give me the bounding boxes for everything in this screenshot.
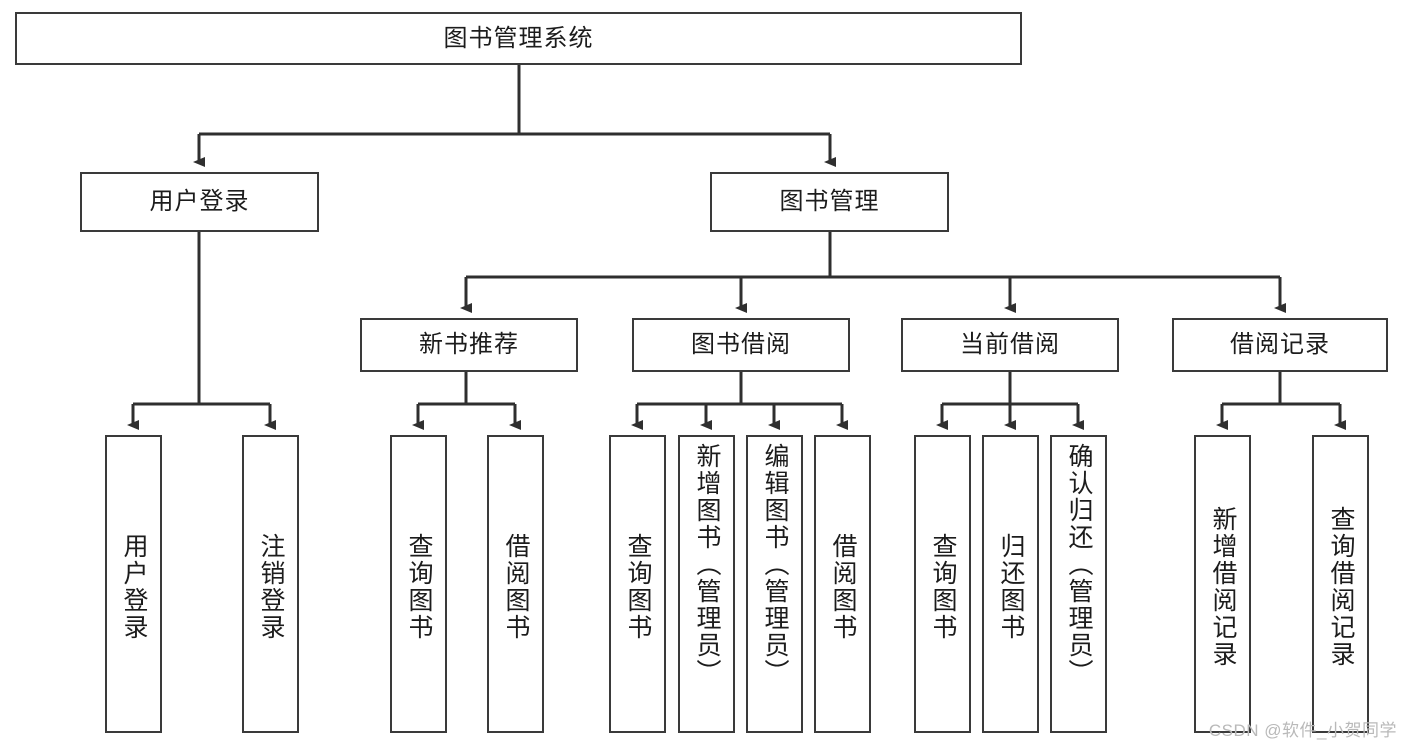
node-borrow-record[interactable]: 借阅记录 — [1172, 318, 1388, 372]
node-label: 当前借阅 — [960, 331, 1060, 359]
node-current-borrow[interactable]: 当前借阅 — [901, 318, 1119, 372]
node-label: 用户登录 — [120, 533, 148, 641]
leaf-user-login-login[interactable]: 用户登录 — [105, 435, 162, 733]
node-label: 借阅记录 — [1230, 331, 1330, 359]
node-label: 归还图书 — [997, 533, 1025, 641]
node-label: 图书借阅 — [691, 331, 791, 359]
leaf-book-borrow-edit-book-admin[interactable]: 编辑图书（管理员） — [746, 435, 803, 733]
leaf-borrow-record-query-record[interactable]: 查询借阅记录 — [1312, 435, 1369, 733]
node-label: 新增图书（管理员） — [693, 443, 721, 686]
node-label: 查询图书 — [405, 533, 433, 641]
node-label: 编辑图书（管理员） — [761, 443, 789, 686]
node-label: 借阅图书 — [829, 533, 857, 641]
node-label: 借阅图书 — [502, 533, 530, 641]
node-user-login[interactable]: 用户登录 — [80, 172, 319, 232]
node-book-management[interactable]: 图书管理 — [710, 172, 949, 232]
node-label: 注销登录 — [257, 533, 285, 641]
leaf-book-borrow-add-book-admin[interactable]: 新增图书（管理员） — [678, 435, 735, 733]
leaf-user-login-logout[interactable]: 注销登录 — [242, 435, 299, 733]
node-new-book-recommend[interactable]: 新书推荐 — [360, 318, 578, 372]
node-label: 新增借阅记录 — [1209, 506, 1237, 668]
watermark: CSDN @软件_小贺同学 — [1208, 721, 1397, 740]
leaf-new-book-borrow-book[interactable]: 借阅图书 — [487, 435, 544, 733]
leaf-current-borrow-confirm-return-admin[interactable]: 确认归还（管理员） — [1050, 435, 1107, 733]
leaf-new-book-query-book[interactable]: 查询图书 — [390, 435, 447, 733]
leaf-current-borrow-return-book[interactable]: 归还图书 — [982, 435, 1039, 733]
node-book-borrow[interactable]: 图书借阅 — [632, 318, 850, 372]
node-label: 查询借阅记录 — [1327, 506, 1355, 668]
node-label: 新书推荐 — [419, 331, 519, 359]
node-root-book-management-system[interactable]: 图书管理系统 — [15, 12, 1022, 65]
node-label: 图书管理系统 — [443, 24, 594, 52]
node-label: 用户登录 — [149, 188, 250, 216]
node-label: 图书管理 — [779, 188, 880, 216]
leaf-current-borrow-query-book[interactable]: 查询图书 — [914, 435, 971, 733]
node-label: 查询图书 — [624, 533, 652, 641]
leaf-book-borrow-borrow-book[interactable]: 借阅图书 — [814, 435, 871, 733]
node-label: 确认归还（管理员） — [1065, 443, 1093, 686]
leaf-borrow-record-add-record[interactable]: 新增借阅记录 — [1194, 435, 1251, 733]
leaf-book-borrow-query-book[interactable]: 查询图书 — [609, 435, 666, 733]
node-label: 查询图书 — [929, 533, 957, 641]
